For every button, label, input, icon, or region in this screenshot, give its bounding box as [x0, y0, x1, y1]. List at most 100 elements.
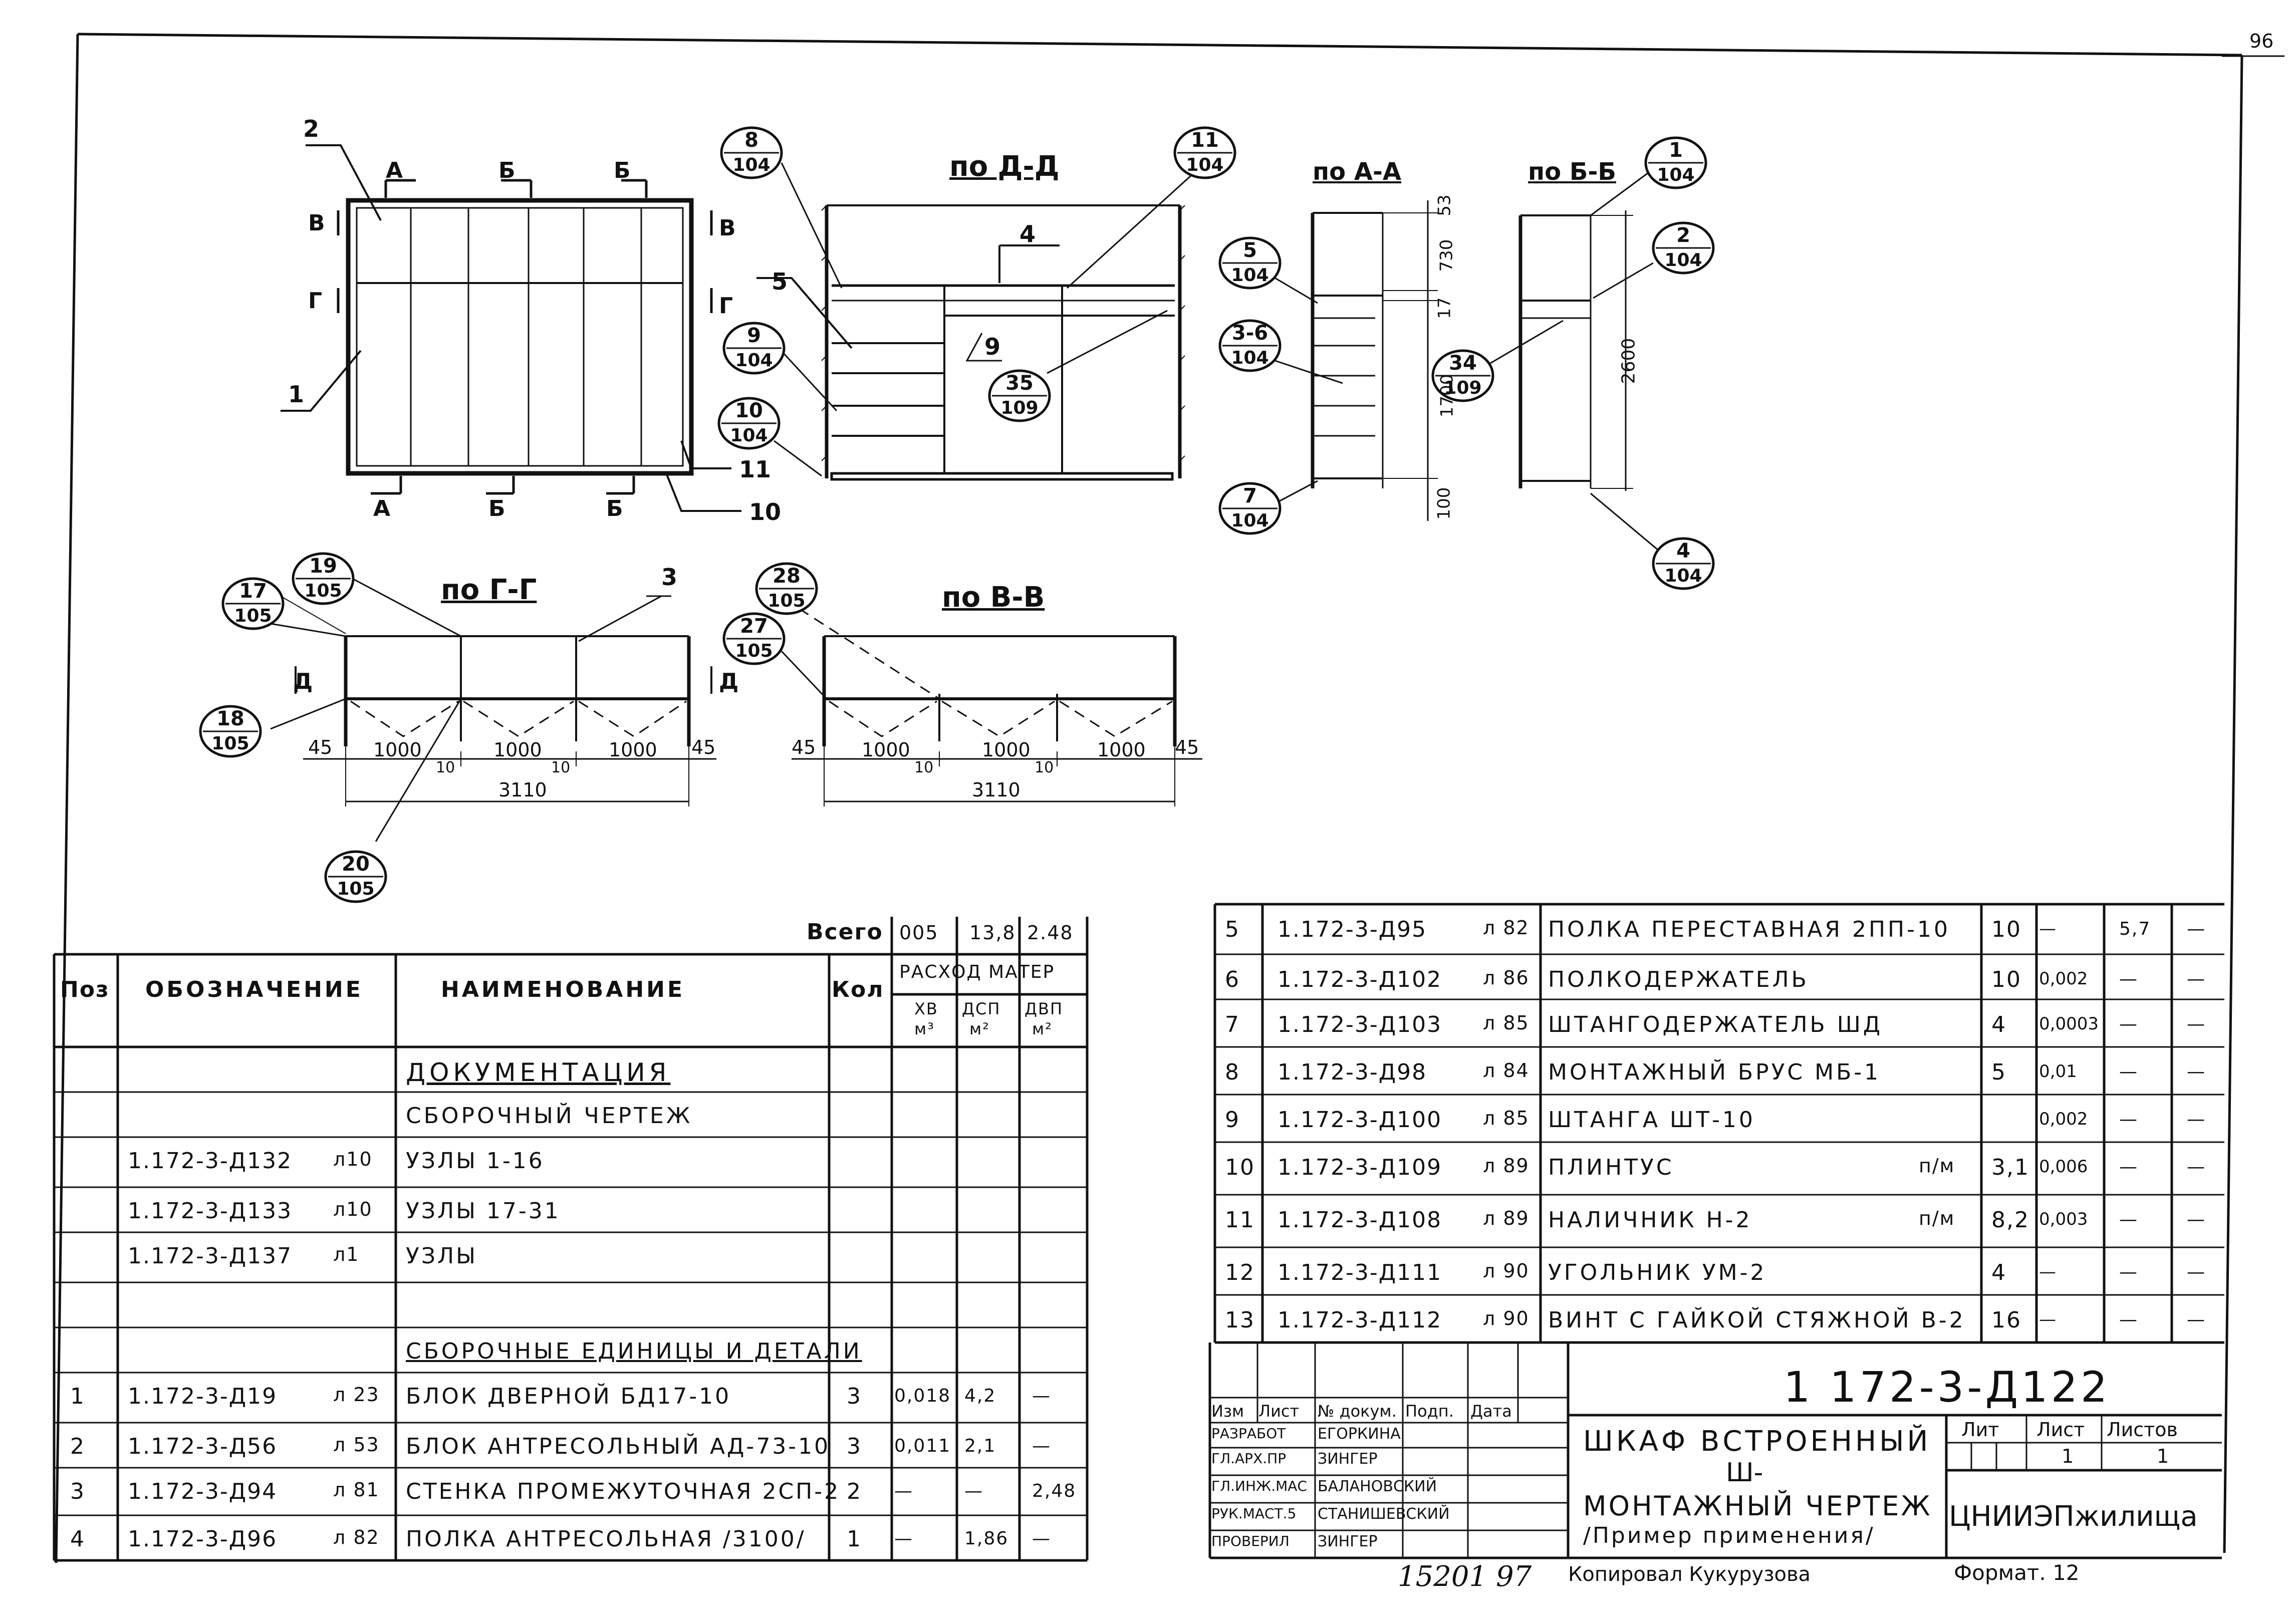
callout-bubble-sheet: 104: [1664, 566, 1702, 586]
spec-row-sheet: л10: [333, 1198, 373, 1220]
corner-sheet-number: 96: [2249, 30, 2274, 52]
aa-dim-53: 53: [1434, 194, 1455, 216]
stamp-name: Зингер: [1318, 1533, 1378, 1550]
spec-row-name: ДОКУМЕНТАЦИЯ: [406, 1058, 671, 1087]
format-label: Формат. 12: [1954, 1560, 2080, 1585]
stamp-header: Дата: [1470, 1402, 1512, 1421]
spec-row-unit: п/м: [1919, 1207, 1955, 1229]
spec-row-sheet: л 23: [333, 1384, 380, 1406]
spec-row-qty: 10: [1991, 967, 2021, 992]
spec-row-code: 1.172-3-Д102: [1278, 967, 1442, 992]
callout-bubble-number: 1: [1669, 139, 1683, 162]
spec-row-dvp: —: [2187, 1209, 2206, 1230]
callout-bubble-sheet: 105: [211, 733, 249, 754]
spec-row-qty: 3,1: [1991, 1155, 2029, 1180]
callout-bubble-number: 5: [1243, 239, 1257, 262]
stamp-header: Изм: [1211, 1402, 1244, 1421]
vv-dim-1000-1: 1000: [862, 739, 910, 761]
callout-bubble-number: 35: [1005, 372, 1034, 395]
drawing-designation: 1 172-3-Д122: [1783, 1363, 2111, 1412]
spec-row-xv: 0,0003: [2039, 1014, 2099, 1034]
spec-row-xv: 0,018: [894, 1386, 951, 1406]
callout-bubble-number: 10: [735, 399, 763, 422]
spec-row-name: Винт с гайкой стяжной В-2: [1548, 1307, 1966, 1333]
spec-row-xv: —: [2039, 1309, 2056, 1329]
gg-dim-1000-2: 1000: [493, 739, 542, 761]
callout-bubble-number: 19: [309, 555, 337, 578]
stamp-header: Подп.: [1405, 1402, 1454, 1421]
callout-bubble-sheet: 104: [1231, 348, 1269, 368]
gg-label-d-left: Д: [293, 669, 313, 694]
callout-bubble-sheet: 105: [304, 581, 342, 601]
spec-total-label: Всего: [807, 919, 883, 945]
spec-row-dsp: —: [964, 1481, 983, 1501]
callout-bubble-number: 2: [1676, 224, 1690, 247]
spec-row-code: 1.172-3-Д132: [128, 1148, 293, 1174]
spec-row-name: Плинтус: [1548, 1155, 1674, 1180]
callout-bubble-sheet: 104: [1186, 155, 1224, 175]
gg-dim-total: 3110: [498, 779, 547, 801]
spec-row-name: Блок антресольный АД-73-10: [406, 1434, 831, 1459]
vv-dim-gap-1: 10: [914, 759, 934, 776]
spec-total-dvp: 2.48: [1027, 922, 1074, 944]
spec-row-sheet: л 86: [1483, 967, 1529, 989]
spec-row-qty: 10: [1991, 917, 2021, 942]
plan-label-b-bottom-2: Б: [606, 496, 623, 521]
spec-row-pos: 12: [1225, 1260, 1255, 1285]
plan-label-g-right: Г: [719, 293, 733, 319]
dd-callout-5: 5: [772, 268, 788, 295]
callout-bubble-sheet: 104: [730, 425, 768, 446]
spec-header-xv: ХВ: [914, 999, 938, 1018]
spec-row-pos: 10: [1225, 1155, 1255, 1180]
spec-row-pos: 4: [70, 1526, 85, 1552]
vv-dim-1000-2: 1000: [982, 739, 1031, 761]
spec-row-pos: 3: [70, 1479, 85, 1504]
bb-dim-2600: 2600: [1618, 338, 1639, 384]
lists-label: Листов: [2107, 1419, 2178, 1441]
spec-row-pos: 7: [1225, 1012, 1240, 1037]
spec-row-qty: 8,2: [1991, 1207, 2029, 1233]
list-value: 1: [2062, 1445, 2074, 1467]
spec-row-code: 1.172-3-Д98: [1278, 1059, 1427, 1085]
spec-row-unit: п/м: [1919, 1155, 1955, 1177]
spec-row-pos: 2: [70, 1434, 85, 1459]
spec-row-name: Полка переставная 2ПП-10: [1548, 917, 1951, 942]
spec-row-code: 1.172-3-Д95: [1278, 917, 1427, 942]
spec-row-dsp: 1,86: [964, 1528, 1009, 1549]
callout-bubble-number: 20: [342, 853, 370, 876]
callout-bubble-sheet: 104: [1231, 510, 1269, 531]
title-line-3: МОНТАЖНЫЙ ЧЕРТЕЖ: [1583, 1490, 1932, 1522]
spec-header-designation: Обозначение: [145, 977, 363, 1002]
spec-row-dsp: —: [2119, 1157, 2138, 1177]
stamp-name: Зингер: [1318, 1450, 1378, 1468]
spec-row-dsp: —: [2119, 1014, 2138, 1034]
spec-row-dvp: —: [2187, 1157, 2206, 1177]
spec-row-qty: 5: [1991, 1059, 2006, 1085]
spec-row-dvp: —: [2187, 1309, 2206, 1330]
spec-row-qty: 4: [1991, 1260, 2006, 1285]
spec-row-code: 1.172-3-Д94: [128, 1479, 278, 1504]
dd-callout-4: 4: [1019, 220, 1036, 247]
spec-row-sheet: л 82: [333, 1526, 380, 1548]
spec-row-dsp: 5,7: [2119, 919, 2151, 939]
gg-dim-gap-2: 10: [551, 759, 571, 776]
callout-bubble-sheet: 105: [337, 879, 375, 899]
spec-row-code: 1.172-3-Д103: [1278, 1012, 1442, 1037]
section-title-bb: по Б-Б: [1528, 158, 1616, 186]
spec-row-sheet: л10: [333, 1148, 373, 1170]
spec-row-name: Узлы: [406, 1243, 477, 1269]
section-title-dd: по Д-Д: [949, 150, 1060, 183]
spec-row-name: Сборочный чертеж: [406, 1103, 693, 1129]
spec-row-name: Штангодержатель ШД: [1548, 1012, 1883, 1037]
callout-bubble-sheet: 109: [1000, 398, 1039, 418]
stamp-name: Станишевский: [1318, 1505, 1450, 1523]
spec-row-code: 1.172-3-Д19: [128, 1384, 278, 1409]
callout-bubble-sheet: 104: [732, 155, 771, 175]
plan-callout-1: 1: [288, 381, 305, 408]
organization-name: ЦНИИЭПжилища: [1949, 1500, 2198, 1533]
spec-header-consumption: Расход матер: [899, 962, 1055, 982]
spec-row-xv: 0,011: [894, 1436, 951, 1456]
stamp-role: Проверил: [1211, 1533, 1290, 1549]
gg-callout-3: 3: [661, 564, 678, 591]
